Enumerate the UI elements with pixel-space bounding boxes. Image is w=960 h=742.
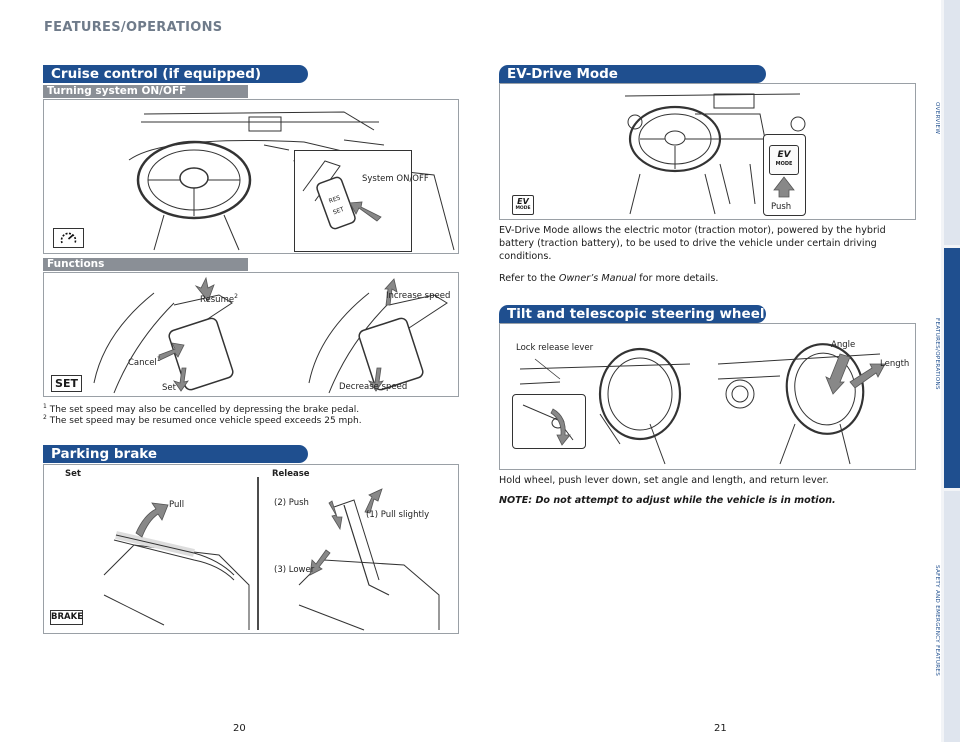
label-parking-set: Set: [65, 469, 81, 479]
tilt-instructions: Hold wheel, push lever down, set angle a…: [499, 475, 829, 486]
cruise-functions-figure: Resume2 Cancel1 Set Increase speed Decre…: [43, 272, 459, 397]
lock-lever-arrow: [550, 408, 571, 446]
footnote-1: 1 The set speed may also be cancelled by…: [43, 403, 360, 415]
tab-overview-label: OVERVIEW: [934, 102, 940, 135]
label-set: Set: [162, 383, 176, 393]
tab-features-label: FEATURES/OPERATIONS: [934, 318, 940, 390]
tilt-figure: Lock release lever Angle Length: [499, 323, 916, 470]
cruise-indicator-icon: [53, 228, 84, 248]
cruise-sub-onoff: Turning system ON/OFF: [43, 85, 248, 98]
length-arrow: [849, 363, 886, 389]
ev-button-text: EV: [777, 150, 791, 160]
label-parking-release: Release: [272, 469, 310, 479]
running-header: FEATURES/OPERATIONS: [44, 20, 223, 35]
label-resume: Resume2: [200, 293, 238, 305]
angle-arrow: [825, 353, 851, 395]
label-decrease-speed: Decrease speed: [339, 382, 408, 392]
label-system-on-off: System ON/OFF: [362, 174, 429, 184]
label-increase-speed: Increase speed: [386, 291, 451, 301]
ev-indicator-icon: EV MODE: [512, 195, 534, 215]
label-ev-push: Push: [771, 202, 792, 212]
set-arrow: [172, 367, 189, 392]
lever-mark-res: RES: [328, 194, 342, 205]
page-number-left: 20: [233, 723, 246, 734]
label-push: (2) Push: [274, 498, 309, 508]
label-length: Length: [880, 359, 910, 369]
side-tab-bar: [941, 0, 960, 742]
push-arrow: [349, 201, 382, 222]
tilt-note: NOTE: Do not attempt to adjust while the…: [499, 495, 836, 506]
label-pull-slightly: (1) Pull slightly: [366, 510, 430, 520]
tab-safety-label: SAFETY AND EMERGENCY FEATURES: [934, 565, 940, 677]
set-indicator-icon: SET: [51, 375, 82, 392]
tab-safety[interactable]: [944, 491, 960, 742]
cancel-arrow: [158, 342, 185, 361]
increase-arrow: [384, 278, 398, 306]
ev-button-subtext: MODE: [775, 161, 793, 167]
ev-figure: EV MODE Push EV MODE: [499, 83, 916, 220]
ev-reference: Refer to the Owner’s Manual for more det…: [499, 273, 719, 284]
ev-button-inset: EV MODE Push: [763, 134, 806, 216]
lever-mark-set: SET: [332, 206, 345, 217]
ev-mode-button[interactable]: EV MODE: [769, 145, 799, 175]
lever-inset: RES SET: [294, 150, 412, 252]
push-arrow-2: [328, 500, 343, 531]
tab-overview[interactable]: [944, 0, 960, 245]
brake-indicator-icon: BRAKE: [50, 610, 83, 625]
pull-slightly-arrow: [364, 488, 383, 514]
pull-arrow: [135, 502, 169, 538]
footnote-2: 2 The set speed may be resumed once vehi…: [43, 414, 362, 426]
page-number-right: 21: [714, 723, 727, 734]
cruise-section-title: Cruise control (if equipped): [43, 65, 308, 83]
ev-push-arrow: [773, 176, 795, 198]
label-lower: (3) Lower: [274, 565, 315, 575]
lower-arrow: [309, 549, 331, 576]
tab-features-operations[interactable]: [944, 248, 960, 488]
ev-section-title: EV-Drive Mode: [499, 65, 766, 83]
lever-functions-illustration: [93, 276, 448, 394]
parking-section-title: Parking brake: [43, 445, 308, 463]
cruise-sub-functions: Functions: [43, 258, 248, 271]
parking-brake-illustration: [103, 477, 440, 631]
decrease-arrow: [367, 367, 384, 392]
lock-lever-inset: [512, 394, 586, 449]
label-cancel: Cancel1: [128, 356, 161, 368]
label-pull: Pull: [169, 500, 185, 510]
parking-brake-figure: Set Release Pull (2) Push (1) Pull sligh…: [43, 464, 459, 634]
label-lock-release-lever: Lock release lever: [516, 343, 594, 353]
steering-adjust-illustration: [519, 343, 886, 465]
ev-description: EV-Drive Mode allows the electric motor …: [499, 225, 886, 262]
label-angle: Angle: [831, 340, 856, 350]
ev-dashboard-illustration: [624, 93, 806, 215]
tilt-section-title: Tilt and telescopic steering wheel: [499, 305, 766, 323]
cruise-onoff-figure: RES SET System ON/OFF: [43, 99, 459, 254]
